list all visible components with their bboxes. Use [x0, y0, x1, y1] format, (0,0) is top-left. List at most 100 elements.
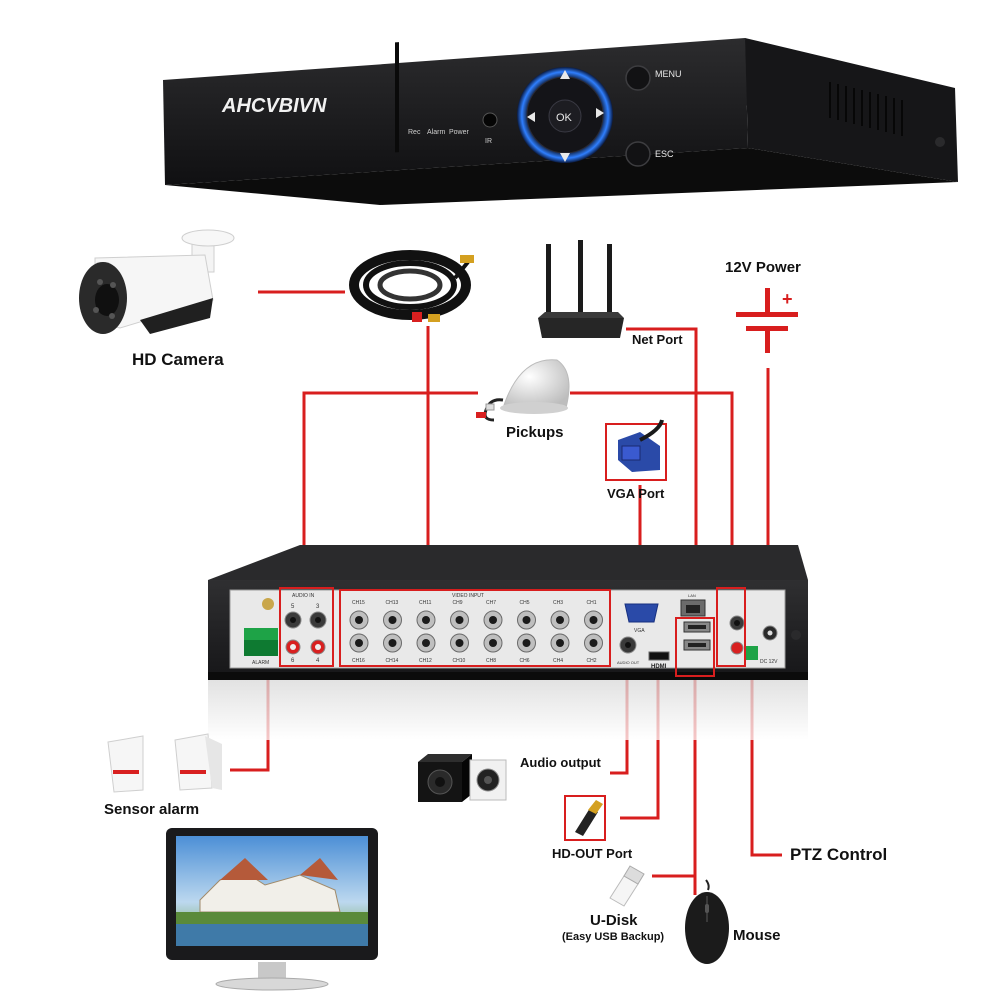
speakers-image [418, 754, 507, 802]
hdmi-label: HDMI [651, 664, 667, 670]
hdmi-port: HDMI [648, 651, 670, 670]
audio-in-5: 5 [291, 604, 295, 610]
bnc-bottom-channel-label-2: CH14 [386, 658, 399, 664]
vga-port: VGA [624, 603, 659, 634]
indicator-alarm: Alarm [427, 129, 445, 136]
bnc-bottom-connector-pin-3 [422, 639, 430, 647]
bnc-top-channel-label-1: CH15 [352, 600, 365, 606]
bnc-bottom-channel-label-1: CH16 [352, 658, 365, 664]
dvr-front-unit: AHCVBIVN Rec Alarm Power IR OK MENU ESC [163, 38, 958, 205]
bnc-top-connector-pin-1 [355, 616, 363, 624]
ground-screw-icon [262, 598, 274, 610]
hd-out-port-label: HD-OUT Port [552, 846, 633, 861]
bnc-bottom-connector-pin-1 [355, 639, 363, 647]
audio-out-label: AUDIO OUT [617, 660, 640, 665]
bnc-top-channel-label-8: CH1 [587, 600, 597, 606]
router-image [538, 240, 624, 338]
audio-in-3: 3 [316, 604, 320, 610]
ok-label: OK [556, 112, 573, 124]
u-disk-sublabel: (Easy USB Backup) [562, 931, 665, 943]
video-input-header: VIDEO INPUT [452, 593, 484, 599]
arrow-up-icon[interactable] [560, 70, 570, 79]
bnc-top-connector-pin-6 [522, 616, 531, 624]
bnc-bottom-connector-pin-8 [589, 639, 598, 647]
pickups-label: Pickups [506, 424, 564, 441]
audio-in-6: 6 [291, 658, 295, 664]
indicator-power: Power [449, 129, 470, 136]
hd-camera-label: HD Camera [132, 350, 224, 369]
bnc-top-connector-pin-8 [589, 616, 598, 624]
arrow-down-icon[interactable] [560, 153, 570, 162]
mouse-label: Mouse [733, 927, 781, 944]
bnc-bottom-connector-pin-6 [522, 639, 531, 647]
esc-label: ESC [655, 149, 674, 159]
alarm-terminal [244, 628, 278, 642]
sensor-alarm-image [107, 733, 222, 793]
menu-label: MENU [655, 69, 682, 79]
bnc-top-channel-label-7: CH3 [553, 600, 563, 606]
bnc-bottom-channel-label-8: CH2 [587, 658, 597, 664]
pickup-microphone-image [476, 359, 570, 422]
rs485-ptz-port [729, 615, 758, 660]
ok-button[interactable] [548, 99, 582, 133]
ir-sensor-icon [482, 112, 498, 128]
bnc-top-channel-label-4: CH9 [453, 600, 463, 606]
u-disk-image [609, 865, 645, 907]
bnc-top-channel-label-2: CH13 [386, 600, 399, 606]
bnc-bottom-channel-label-5: CH8 [486, 658, 496, 664]
vga-port-label: VGA Port [607, 486, 665, 501]
audio-in-jacks [284, 611, 327, 655]
port-highlight-boxes [279, 587, 746, 677]
bnc-bottom-channel-label-6: CH6 [520, 658, 530, 664]
bnc-top-connector-pin-2 [388, 616, 397, 624]
connector-lines [230, 290, 782, 895]
u-disk-label: U-Disk [590, 912, 638, 929]
ir-label: IR [485, 138, 492, 145]
ptz-control-label: PTZ Control [790, 845, 888, 864]
vga-connector-image [605, 419, 667, 481]
hd-camera-image [79, 229, 235, 334]
lan-label: LAN [688, 593, 696, 598]
side-vents [829, 82, 903, 136]
lan-port: LAN [680, 593, 706, 617]
plus-sign: + [782, 289, 793, 309]
bnc-top-connector-pin-4 [455, 616, 464, 624]
bnc-bottom-channel-label-3: CH12 [419, 658, 432, 664]
bnc-top-channel-label-6: CH5 [520, 600, 530, 606]
usb-ports [683, 621, 711, 651]
esc-button[interactable] [625, 141, 651, 167]
arrow-left-icon[interactable] [527, 112, 535, 122]
rear-screw-icon [791, 630, 801, 640]
bnc-bottom-connector-pin-7 [556, 639, 564, 647]
brand-logo: AHCVBIVN [221, 95, 327, 117]
audio-out-port: AUDIO OUT [617, 636, 640, 665]
arrow-right-icon[interactable] [596, 108, 604, 118]
alarm-label: ALARM [252, 660, 269, 666]
bnc-bottom-connector-pin-5 [489, 639, 497, 647]
dc-label: DC 12V [760, 659, 778, 665]
bnc-top-connector-pin-3 [422, 616, 430, 624]
bnc-bottom-channel-label-7: CH4 [553, 658, 563, 664]
monitor-image [166, 828, 378, 991]
hdmi-connector-image [564, 795, 606, 841]
bnc-top-channel-label-5: CH7 [486, 600, 496, 606]
menu-button[interactable] [625, 65, 651, 91]
bnc-top-connector-pin-5 [489, 616, 497, 624]
dc-12v-port: DC 12V [760, 625, 778, 665]
sensor-alarm-label: Sensor alarm [104, 801, 200, 818]
indicator-rec: Rec [408, 129, 421, 136]
net-port-label: Net Port [632, 332, 683, 347]
bnc-top-channel-label-3: CH11 [419, 600, 432, 606]
bnc-bottom-connector-pin-4 [455, 639, 464, 647]
vga-label: VGA [634, 628, 645, 634]
bnc-bottom-connector-pin-2 [388, 639, 397, 647]
bnc-top-connector-pin-7 [556, 616, 564, 624]
audio-output-label: Audio output [520, 755, 601, 770]
mouse-image [685, 879, 729, 964]
bnc-cable-image [349, 250, 474, 322]
dc-power-icon: + [736, 288, 798, 353]
audio-in-header: AUDIO IN [292, 593, 315, 599]
